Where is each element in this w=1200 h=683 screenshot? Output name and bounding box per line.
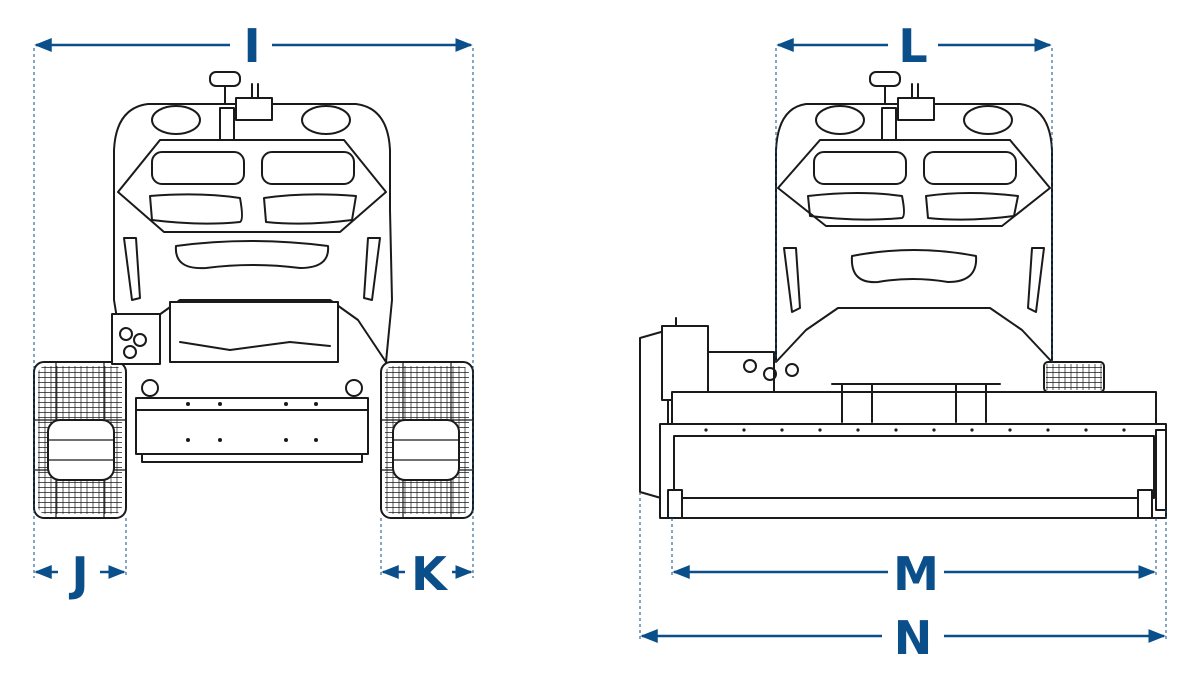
machine-with-mulcher-view bbox=[639, 71, 1167, 519]
dimension-L: L bbox=[775, 19, 1053, 362]
right-track bbox=[380, 361, 474, 519]
dimension-K: K bbox=[380, 518, 473, 601]
dimension-label-M: M bbox=[893, 547, 939, 601]
dimension-N: N bbox=[639, 492, 1167, 665]
body-shell-2 bbox=[775, 103, 1053, 363]
dimension-label-I: I bbox=[243, 19, 260, 73]
dimension-J: J bbox=[34, 518, 127, 601]
dimension-label-N: N bbox=[894, 611, 933, 665]
dimension-label-L: L bbox=[898, 19, 927, 73]
dimension-I: I bbox=[33, 19, 474, 578]
dimension-M: M bbox=[671, 518, 1157, 601]
dimension-label-J: J bbox=[68, 547, 88, 601]
machine-front-view bbox=[33, 71, 474, 519]
dimension-label-K: K bbox=[411, 547, 449, 601]
left-track bbox=[33, 361, 127, 519]
